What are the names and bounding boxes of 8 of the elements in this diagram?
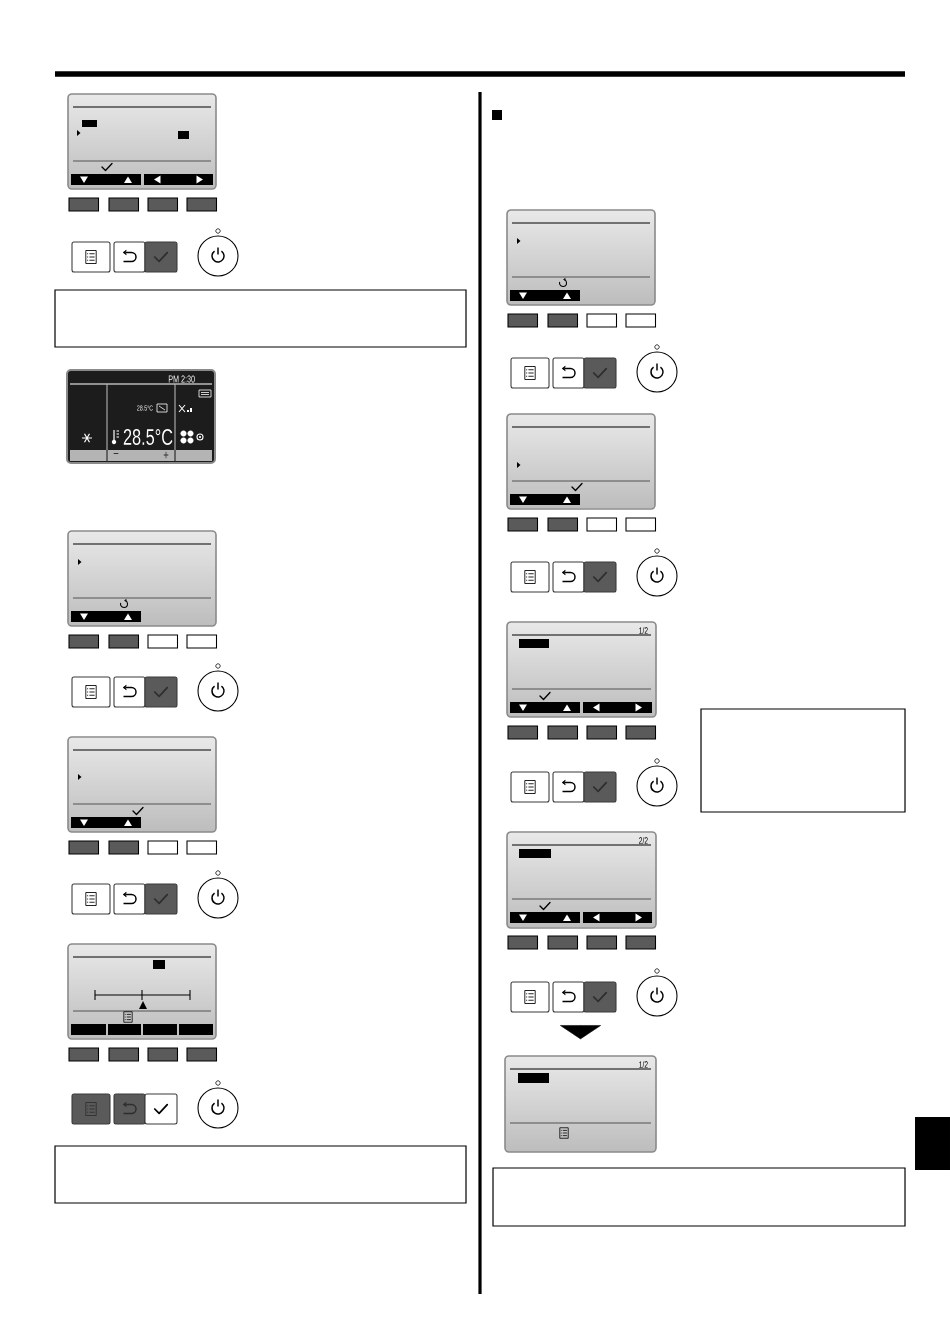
minus-sign: − — [113, 453, 119, 454]
set-temperature: 28.5°C — [123, 429, 173, 446]
plus-sign: + — [163, 451, 169, 459]
page-number: 1/2 — [639, 1061, 648, 1068]
time-text: PM 2:30 — [168, 375, 195, 383]
page-number: 2/2 — [639, 837, 648, 844]
arrow — [560, 1025, 601, 1040]
page-number: 1/2 — [639, 627, 648, 634]
